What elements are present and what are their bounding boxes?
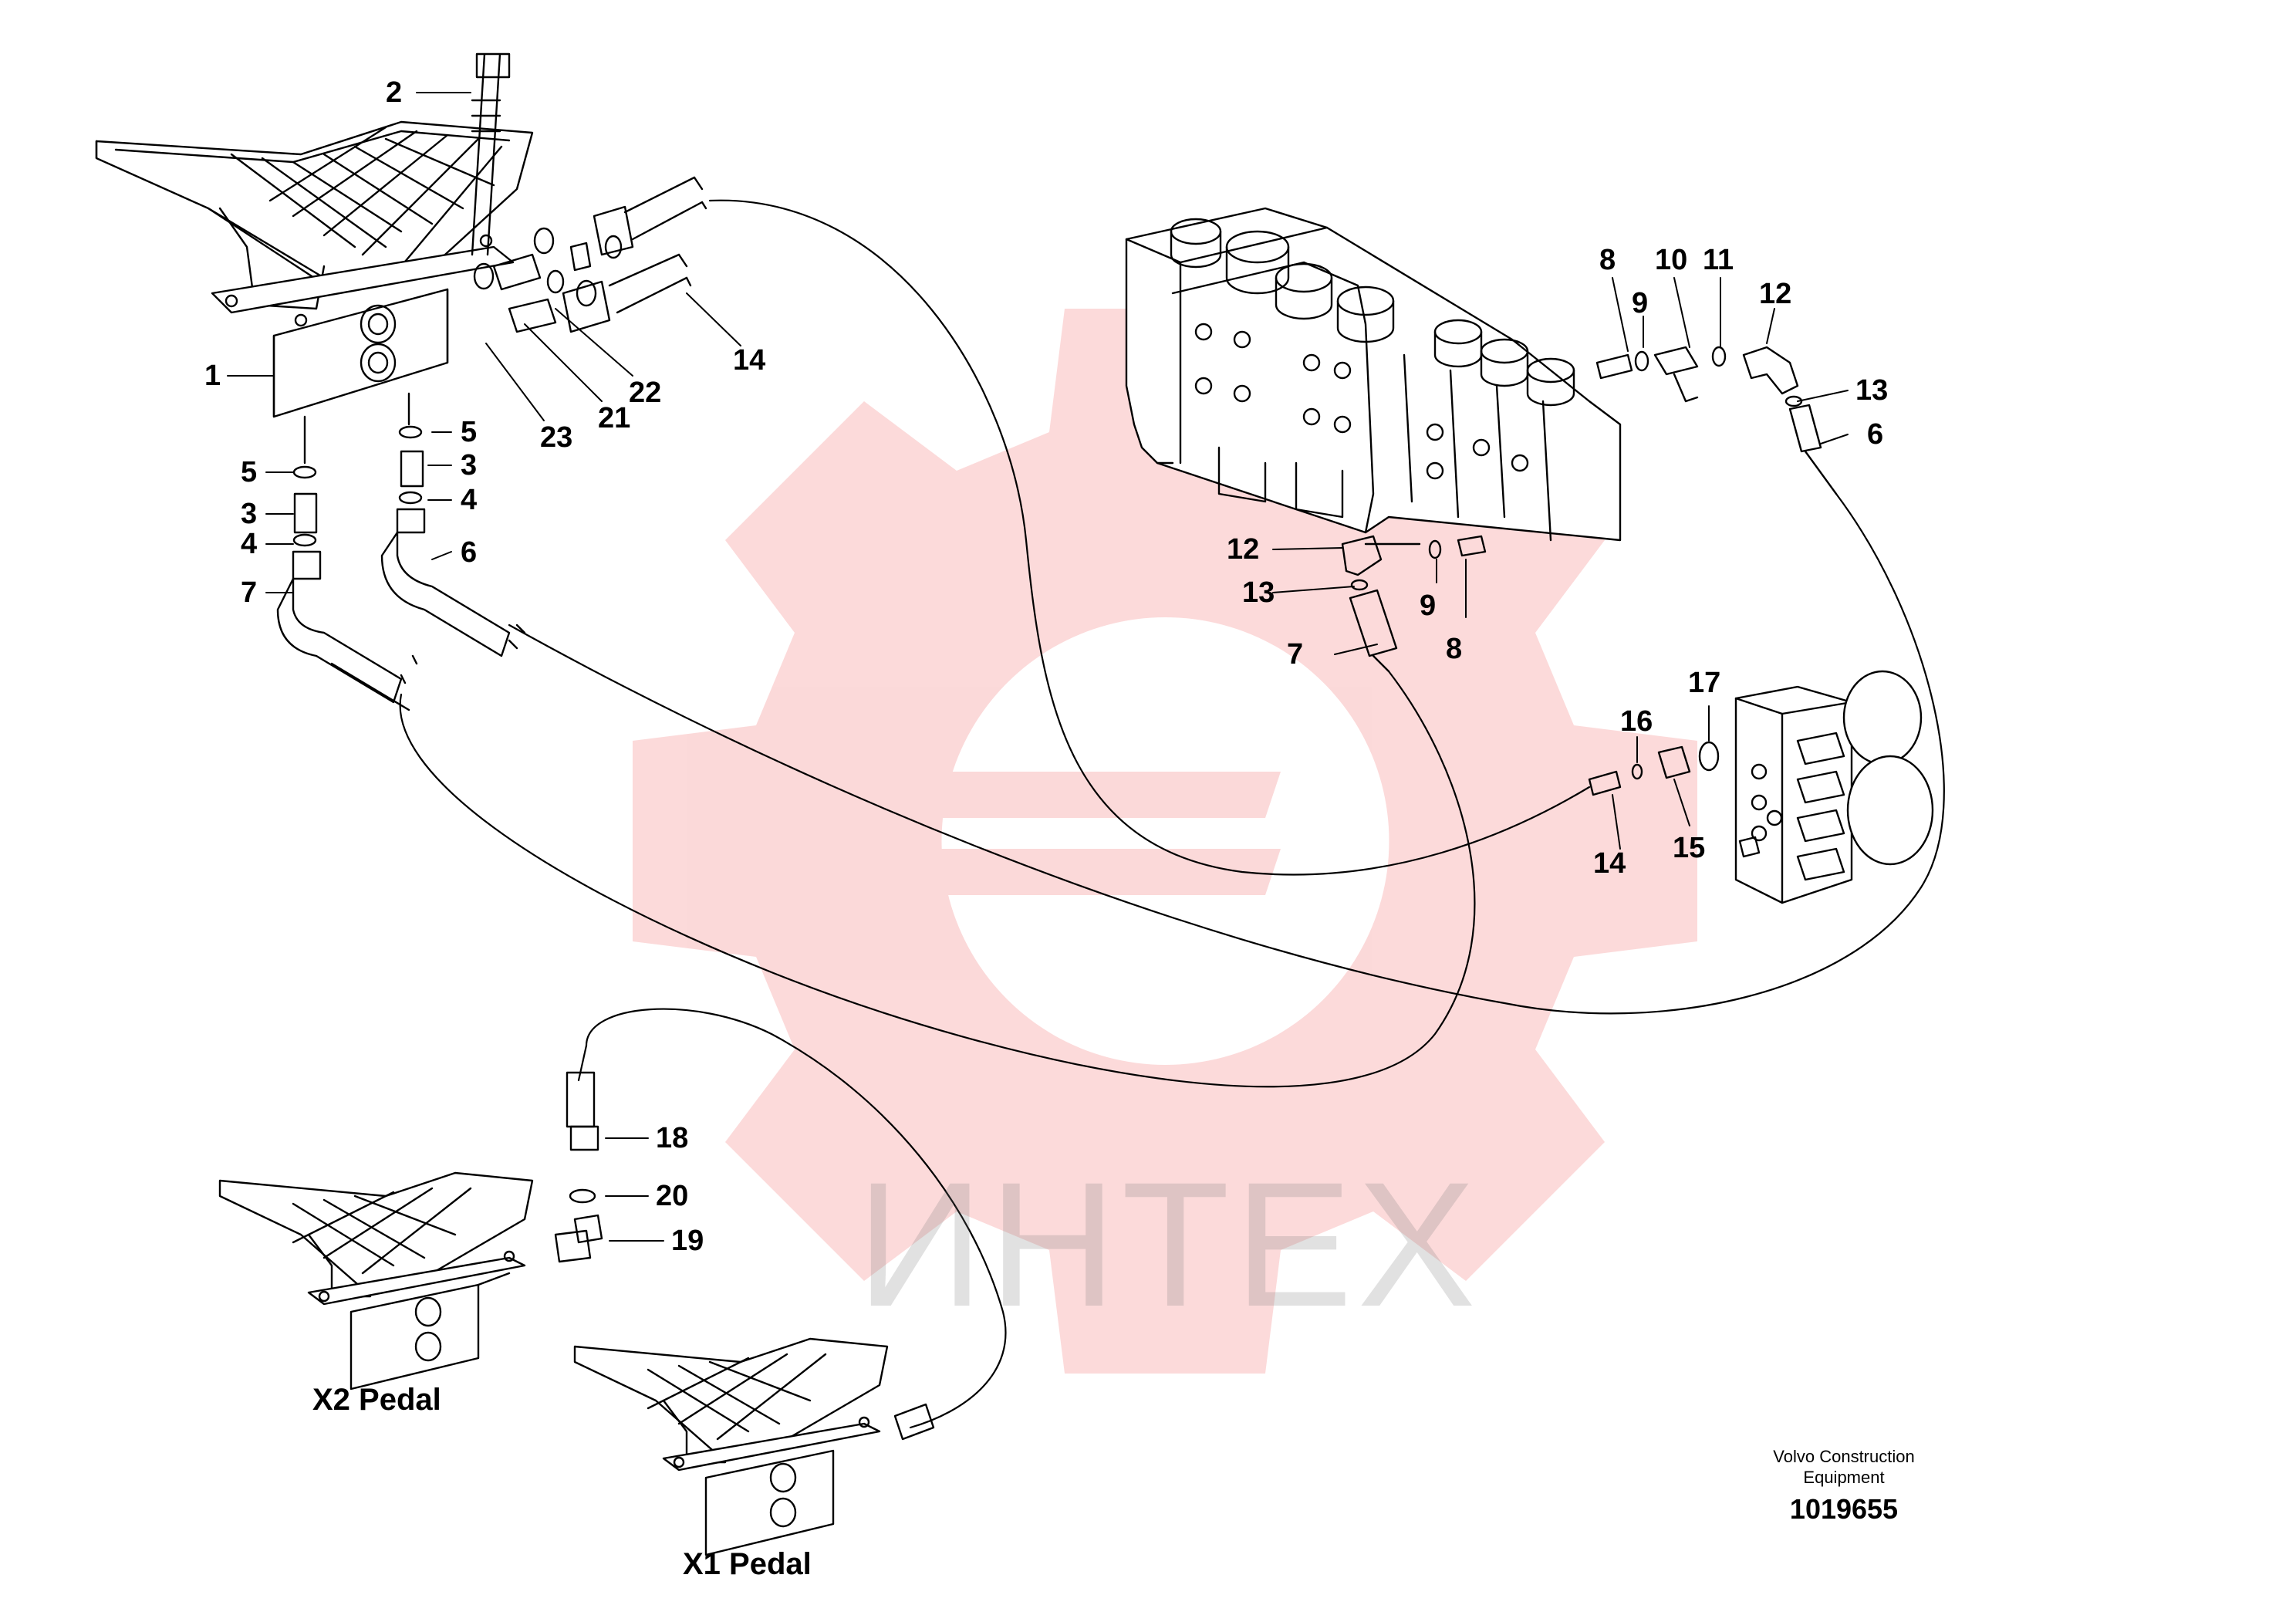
callout-13: 13 <box>1855 374 1889 407</box>
callout-10: 10 <box>1655 244 1688 276</box>
callout-1: 1 <box>204 360 221 392</box>
callout-23: 23 <box>540 421 573 454</box>
watermark-text: ИНТЕХ <box>856 1145 1481 1343</box>
maker-line2: Equipment <box>1803 1468 1885 1487</box>
callout-3: 3 <box>461 449 478 482</box>
x1-pedal-label: X1 Pedal <box>683 1547 812 1581</box>
x2-pedal-label: X2 Pedal <box>312 1383 441 1417</box>
callout-3: 3 <box>241 498 258 530</box>
lower-tee-fittings <box>554 1071 603 1263</box>
callout-12: 12 <box>1227 533 1260 566</box>
control-valve-block <box>1125 207 1622 542</box>
callout-12: 12 <box>1759 278 1792 310</box>
callout-18: 18 <box>656 1122 689 1154</box>
callout-6: 6 <box>461 536 478 569</box>
callout-21: 21 <box>598 402 631 434</box>
watermark-gear-logo <box>633 309 1697 1374</box>
callout-19: 19 <box>671 1225 704 1257</box>
valve-lower-fittings <box>1341 535 1487 673</box>
callout-8: 8 <box>1599 244 1616 276</box>
callout-14: 14 <box>1593 847 1626 880</box>
callout-17: 17 <box>1688 667 1721 699</box>
x1-pedal-drawing <box>573 1337 935 1556</box>
valve-right-fittings <box>1595 346 1838 495</box>
top-pedal-fittings <box>473 176 707 333</box>
callout-7: 7 <box>1287 638 1304 671</box>
callout-7: 7 <box>241 576 258 609</box>
hose-lines <box>399 199 1945 1429</box>
drawing-number: 1019655 <box>1789 1493 1899 1525</box>
callout-5: 5 <box>241 456 258 488</box>
leader-lines <box>227 92 1849 1242</box>
callout-16: 16 <box>1620 705 1653 738</box>
maker-line1: Volvo Construction <box>1773 1447 1915 1466</box>
callout-13: 13 <box>1242 576 1275 609</box>
callout-8: 8 <box>1446 633 1463 665</box>
callout-9: 9 <box>1420 590 1437 622</box>
callout-15: 15 <box>1673 832 1706 864</box>
top-pedal-assembly <box>95 52 534 418</box>
lower-left-fittings <box>276 392 526 711</box>
callout-5: 5 <box>461 416 478 448</box>
callout-11: 11 <box>1703 244 1734 276</box>
pilot-valve-block <box>1588 670 1934 904</box>
callout-20: 20 <box>656 1180 689 1212</box>
callout-9: 9 <box>1632 287 1649 319</box>
callout-14: 14 <box>733 344 766 377</box>
callout-4: 4 <box>241 528 258 560</box>
callout-2: 2 <box>386 76 403 109</box>
x2-pedal-drawing <box>218 1171 534 1391</box>
callout-22: 22 <box>629 377 662 409</box>
callout-6: 6 <box>1867 418 1884 451</box>
callout-4: 4 <box>461 484 478 516</box>
